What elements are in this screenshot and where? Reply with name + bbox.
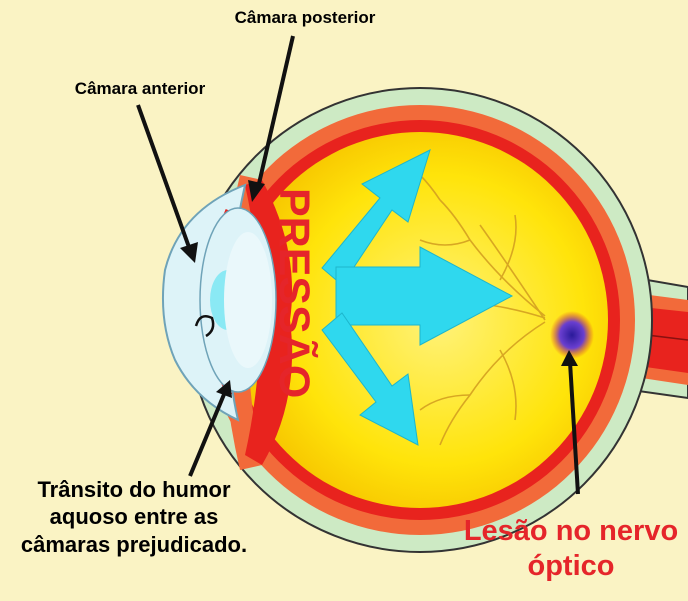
label-posterior-chamber: Câmara posterior (234, 8, 376, 27)
pointer-lesion (568, 361, 580, 495)
pointer-arrows (136, 35, 580, 495)
aqueous-flow-curl (194, 315, 215, 338)
pointer-transit-head (216, 380, 232, 398)
label-aqueous-transit: Trânsito do humor aquoso entre as câmara… (20, 477, 248, 557)
pointer-transit (188, 391, 227, 477)
pointer-posterior (256, 35, 295, 189)
pointer-anterior-head (180, 242, 198, 263)
lens-highlight (224, 232, 272, 368)
pointer-heads (180, 180, 578, 398)
arrow-down (321, 312, 419, 446)
pointer-posterior-head (248, 180, 265, 202)
label-anterior-chamber: Câmara anterior (74, 79, 206, 98)
optic-nerve-lesion (550, 311, 594, 359)
label-pressure: PRESSÃO (270, 188, 318, 399)
pressure-arrows (321, 149, 514, 446)
pointer-anterior (136, 104, 192, 251)
pointer-lesion-head (561, 350, 578, 366)
label-optic-nerve-lesion: Lesão no nervo óptico (463, 515, 679, 582)
